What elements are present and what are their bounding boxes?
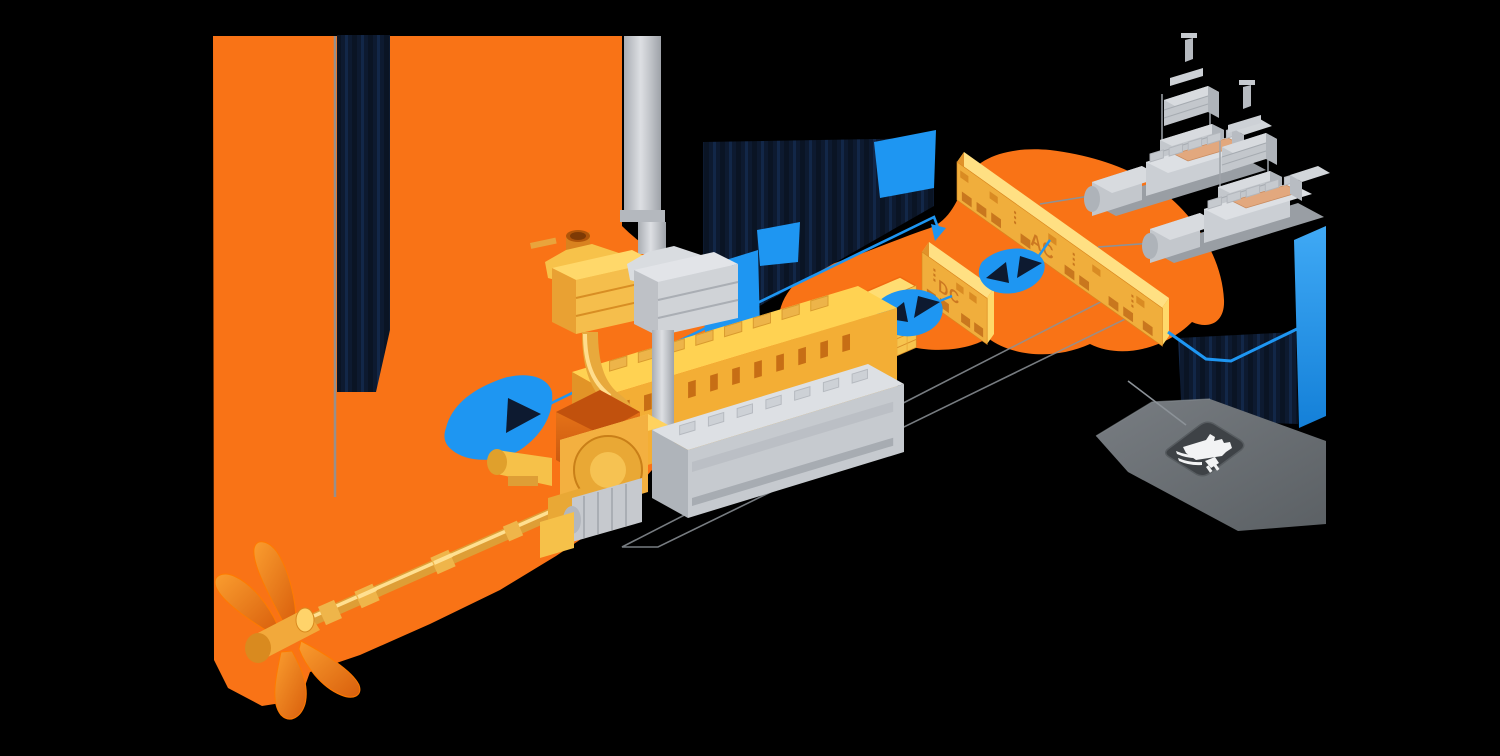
- ac-to-shore-line: [1167, 327, 1298, 363]
- shore-power-tile: [1165, 421, 1245, 477]
- auxiliary-engine: [652, 364, 904, 518]
- ship-plug-icon: [1176, 434, 1232, 473]
- arrow-to-dc: [931, 224, 946, 241]
- shore-power-feed: [1294, 226, 1326, 428]
- exhaust-duct: [620, 36, 666, 254]
- blue-glow-3: [757, 222, 800, 266]
- gearbox: [487, 414, 668, 558]
- generator-set-2: [1142, 80, 1330, 263]
- shore-power-quay: [1095, 380, 1326, 531]
- blue-glow-2: [874, 130, 936, 198]
- propeller-shaft: [309, 506, 559, 626]
- dc-ac-arrows: [978, 239, 1051, 294]
- ac-switchboard: AC: [956, 152, 1169, 347]
- aux-exhaust-downpipe: [652, 330, 674, 448]
- gearbox-power-arrows: [444, 375, 553, 460]
- auxiliary-exhaust-silencer: [627, 246, 739, 448]
- propeller: [214, 541, 361, 720]
- navy-shadow-column: [337, 35, 390, 392]
- dc-switchboard: DC: [921, 242, 994, 346]
- pto-shaft-generator: [487, 449, 552, 486]
- generator-set-1: [1084, 33, 1272, 216]
- shore-link-line: [1127, 380, 1187, 426]
